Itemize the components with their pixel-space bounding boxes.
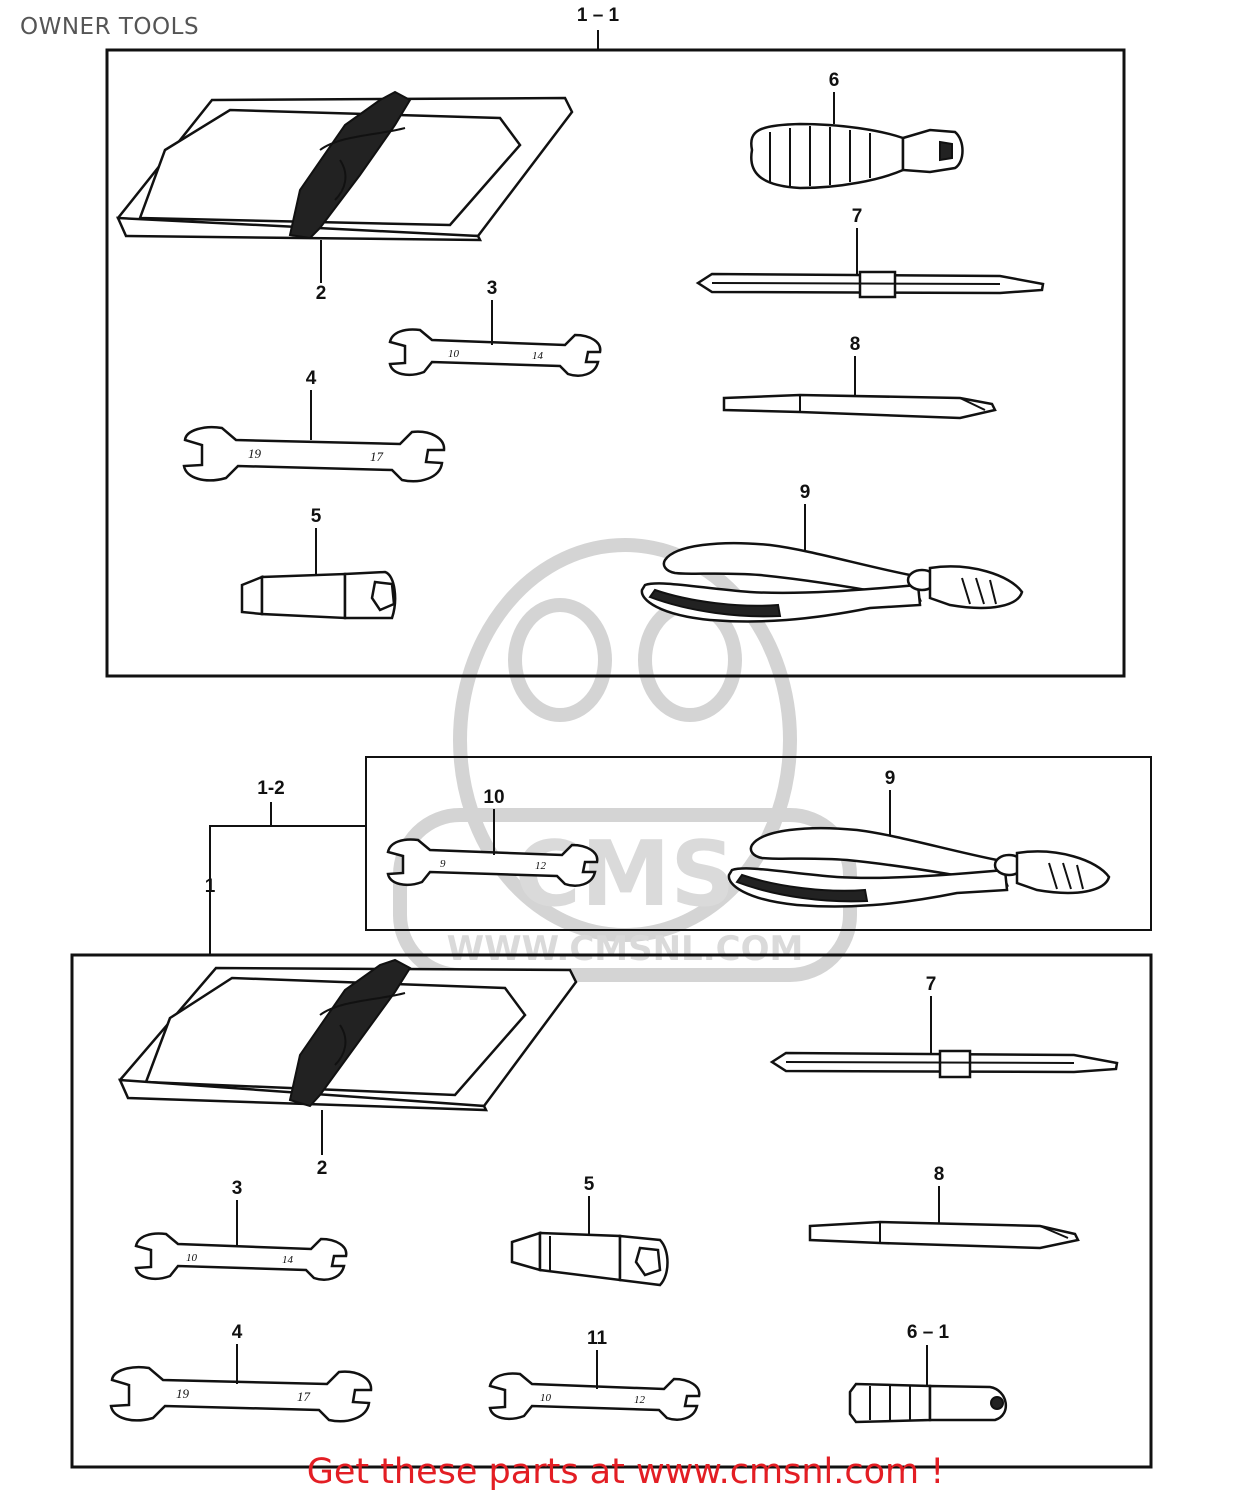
- wrench-19-17-set-2: 19 17: [109, 1365, 373, 1423]
- callout-8: 8: [850, 334, 861, 355]
- tool-roll: [116, 90, 574, 242]
- group-1-2-lower-frame: [70, 953, 1153, 1469]
- callout-4-set-2: 4: [232, 1322, 243, 1343]
- callout-7: 7: [852, 206, 863, 227]
- callout-1: 1: [205, 876, 216, 897]
- mark-a4-left: 19: [248, 446, 262, 461]
- screwdriver-flat-set-2: [769, 1049, 1119, 1079]
- screwdriver-phillips: [722, 393, 997, 420]
- group-1-1: 1 – 1 2 10 14 3 19 17 4: [105, 5, 1126, 678]
- mark-b11-left: 10: [540, 1392, 552, 1404]
- mark-b10-right: 12: [535, 860, 547, 872]
- footer-promo-link[interactable]: Get these parts at www.cmsnl.com !: [306, 1452, 945, 1492]
- callout-7-set-2: 7: [926, 974, 937, 995]
- watermark-url: WWW.CMSNL.COM: [447, 929, 804, 969]
- mark-a3-right: 14: [532, 350, 544, 362]
- callout-3: 3: [487, 278, 498, 299]
- callout-2-set-2: 2: [317, 1158, 328, 1179]
- callout-3-set-2: 3: [232, 1178, 243, 1199]
- callout-4: 4: [306, 368, 317, 389]
- wrench-10-14: 10 14: [388, 328, 602, 377]
- plug-wrench: [240, 570, 397, 620]
- mark-b4-right: 17: [297, 1389, 311, 1404]
- mark-b4-left: 19: [176, 1386, 190, 1401]
- callout-5-set-2: 5: [584, 1174, 595, 1195]
- screwdriver-handle: [750, 122, 964, 190]
- group-1-2: 1-2 1 9 12 10 9: [70, 756, 1153, 1469]
- callout-2: 2: [316, 283, 327, 304]
- tool-roll-set-2: [118, 958, 578, 1112]
- mark-b10-left: 9: [440, 858, 446, 870]
- group-label-1-1: 1 – 1: [577, 5, 620, 26]
- cms-watermark: CMS WWW.CMSNL.COM: [393, 538, 857, 982]
- mark-b3-left: 10: [186, 1252, 198, 1264]
- group-label-1-2: 1-2: [257, 778, 284, 799]
- mark-a4-right: 17: [370, 449, 384, 464]
- group-1-2-upper-frame: [365, 756, 1152, 931]
- callout-5: 5: [311, 506, 322, 527]
- page-title: OWNER TOOLS: [20, 14, 200, 40]
- wrench-10-14-set-2: 10 14: [134, 1232, 348, 1281]
- callout-9: 9: [800, 482, 811, 503]
- wrench-19-17: 19 17: [182, 425, 446, 483]
- callout-9-set-2: 9: [885, 768, 896, 789]
- mark-b11-right: 12: [634, 1394, 646, 1406]
- callout-6: 6: [829, 70, 840, 91]
- screwdriver-phillips-set-2: [808, 1220, 1080, 1250]
- mark-a3-left: 10: [448, 348, 460, 360]
- callout-6-1: 6 – 1: [907, 1322, 950, 1343]
- pliers: [640, 541, 1024, 623]
- mark-b3-right: 14: [282, 1254, 294, 1266]
- callout-8-set-2: 8: [934, 1164, 945, 1185]
- callout-10: 10: [483, 787, 504, 808]
- pliers-set-2: [727, 826, 1111, 908]
- wrench-9-12: 9 12: [386, 838, 599, 887]
- plug-wrench-set-2: [510, 1231, 669, 1287]
- group-1-1-frame: [105, 48, 1126, 678]
- screwdriver-handle-6-1: [848, 1382, 1007, 1424]
- wrench-10-12: 10 12: [488, 1372, 701, 1421]
- screwdriver-flat: [695, 270, 1045, 299]
- callout-11: 11: [587, 1328, 608, 1349]
